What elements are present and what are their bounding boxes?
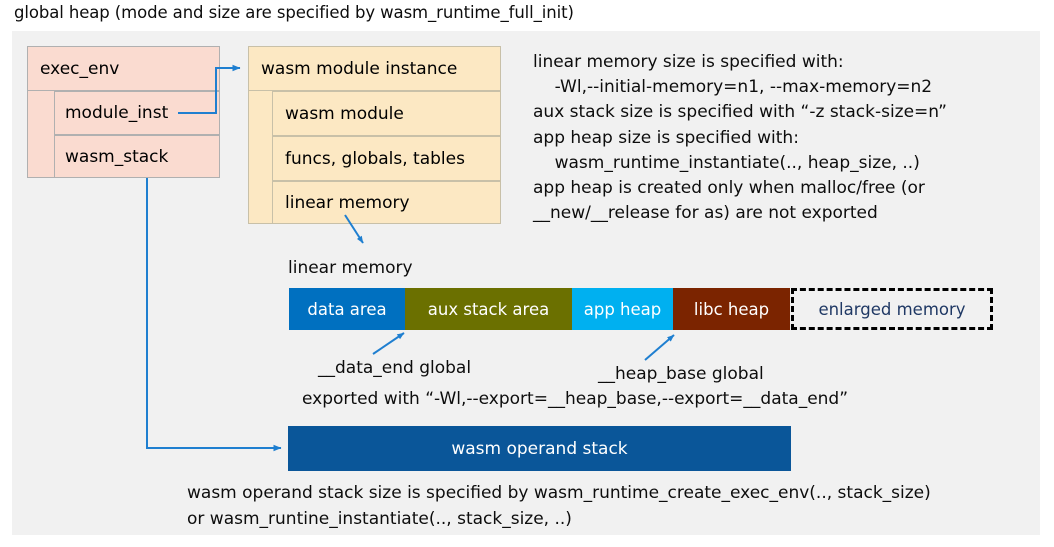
annotation-heap-base: __heap_base global	[598, 364, 764, 384]
linear-memory-bar: data area aux stack area app heap libc h…	[289, 288, 993, 330]
memory-segment-label: aux stack area	[427, 299, 550, 319]
memory-segment-label: libc heap	[693, 299, 770, 319]
module-instance-row-funcs-globals-tables[interactable]: funcs, globals, tables	[272, 136, 501, 181]
page-title: global heap (mode and size are specified…	[14, 3, 574, 22]
memory-segment-app-heap[interactable]: app heap	[572, 288, 673, 330]
linear-memory-row-label: linear memory	[285, 192, 410, 213]
exec-env-header: exec_env	[27, 46, 220, 91]
exec-env-row-module-inst[interactable]: module_inst	[54, 91, 220, 135]
memory-config-notes: linear memory size is specified with: -W…	[533, 52, 947, 224]
wasm-stack-label: wasm_stack	[65, 146, 169, 167]
exec-env-header-label: exec_env	[40, 58, 120, 79]
memory-segment-label: app heap	[583, 299, 662, 319]
annotation-data-end: __data_end global	[318, 358, 472, 378]
operand-stack-note: wasm operand stack size is specified by …	[187, 483, 931, 529]
module-instance-header-label: wasm module instance	[261, 58, 458, 79]
memory-segment-label: enlarged memory	[818, 299, 966, 319]
module-instance-header: wasm module instance	[248, 46, 501, 91]
wasm-module-label: wasm module	[285, 103, 404, 124]
wasm-operand-stack-box[interactable]: wasm operand stack	[288, 426, 791, 471]
annotation-exported-with: exported with “-Wl,--export=__heap_base,…	[302, 389, 849, 409]
wasm-operand-stack-label: wasm operand stack	[451, 438, 628, 459]
module-instance-row-linear-memory[interactable]: linear memory	[272, 181, 501, 224]
memory-segment-data-area[interactable]: data area	[289, 288, 405, 330]
funcs-globals-tables-label: funcs, globals, tables	[285, 148, 465, 169]
exec-env-row-wasm-stack[interactable]: wasm_stack	[54, 135, 220, 178]
memory-segment-libc-heap[interactable]: libc heap	[673, 288, 790, 330]
linear-memory-caption: linear memory	[288, 258, 413, 278]
module-instance-row-wasm-module[interactable]: wasm module	[272, 91, 501, 136]
module-inst-label: module_inst	[65, 103, 169, 123]
memory-segment-aux-stack-area[interactable]: aux stack area	[405, 288, 572, 330]
memory-segment-enlarged-memory[interactable]: enlarged memory	[791, 288, 993, 330]
memory-segment-label: data area	[307, 299, 387, 319]
